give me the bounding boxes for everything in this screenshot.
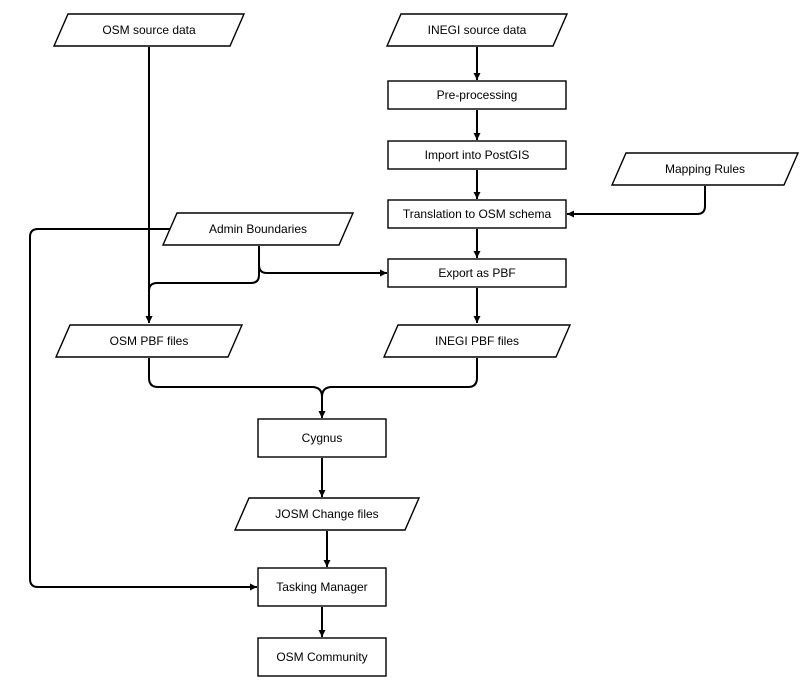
data-parallelogram (52, 13, 246, 47)
node-cygnus: Cygnus (257, 418, 387, 458)
edges-layer (29, 47, 706, 637)
node-label: Export as PBF (438, 266, 515, 280)
node-inegi-source: INEGI source data (385, 13, 569, 47)
node-label: OSM Community (276, 650, 367, 664)
process-box (387, 258, 567, 288)
arrow-admin-to-tasking (29, 228, 257, 591)
node-import-pg: Import into PostGIS (387, 140, 567, 170)
node-josm: JOSM Change files (233, 497, 421, 531)
node-translate: Translation to OSM schema (387, 199, 567, 229)
node-label: Translation to OSM schema (403, 207, 552, 221)
node-label: OSM source data (102, 23, 196, 37)
process-box (387, 199, 567, 229)
node-inegi-pbf: INEGI PBF files (382, 324, 572, 358)
arrow-admin-to-osm_pbf (145, 246, 260, 323)
node-label: OSM PBF files (110, 334, 189, 348)
node-export: Export as PBF (387, 258, 567, 288)
node-community: OSM Community (257, 637, 387, 677)
node-admin: Admin Boundaries (161, 212, 355, 246)
node-mapping: Mapping Rules (610, 152, 800, 186)
process-box (387, 80, 567, 110)
arrow-mapping-to-translate (567, 186, 706, 218)
node-preprocess: Pre-processing (387, 80, 567, 110)
data-parallelogram (161, 212, 355, 246)
arrow-admin-to-export (258, 246, 387, 277)
node-label: INEGI PBF files (435, 334, 519, 348)
node-label: Admin Boundaries (209, 222, 307, 236)
node-tasking: Tasking Manager (257, 567, 387, 607)
node-label: Tasking Manager (276, 580, 367, 594)
data-parallelogram (233, 497, 421, 531)
node-label: JOSM Change files (275, 507, 378, 521)
data-parallelogram (54, 324, 244, 358)
process-box (257, 567, 387, 607)
process-box (257, 418, 387, 458)
process-box (387, 140, 567, 170)
node-label: Mapping Rules (665, 162, 745, 176)
node-label: Cygnus (302, 431, 343, 445)
arrow-osm_pbf-to-cygnus (148, 358, 326, 418)
data-parallelogram (382, 324, 572, 358)
node-label: Pre-processing (437, 88, 518, 102)
process-box (257, 637, 387, 677)
node-label: INEGI source data (428, 23, 527, 37)
data-parallelogram (385, 13, 569, 47)
data-parallelogram (610, 152, 800, 186)
node-osm-pbf: OSM PBF files (54, 324, 244, 358)
arrow-inegi_pbf-to-cygnus (318, 358, 478, 418)
node-label: Import into PostGIS (425, 148, 530, 162)
nodes-layer: OSM source data INEGI source dataPre-proc… (52, 13, 800, 677)
node-osm-source: OSM source data (52, 13, 246, 47)
